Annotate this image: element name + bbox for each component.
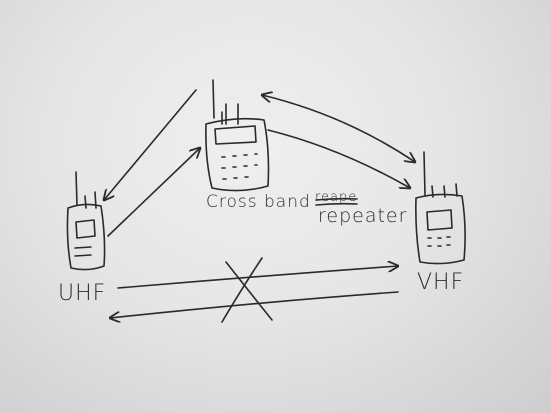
arrow-repeater-to-uhf — [104, 89, 197, 200]
arrow-uhf-to-vhf — [117, 266, 398, 289]
repeater-radio-icon — [205, 79, 270, 192]
cross-out-mark-2 — [221, 257, 263, 323]
uhf-radio-icon — [66, 171, 106, 271]
arrow-repeater-to-vhf — [267, 129, 410, 188]
arrow-vhf-to-uhf — [110, 291, 399, 318]
strike-line — [315, 197, 358, 201]
strike-line-2 — [315, 202, 358, 206]
uhf-label: UHF — [58, 281, 107, 306]
arrow-uhf-to-repeater — [107, 148, 200, 237]
vhf-label: VHF — [417, 270, 465, 295]
cross-out-mark — [225, 261, 273, 321]
arrow-repeater-vhf-in — [262, 95, 415, 162]
vhf-radio-icon — [415, 151, 466, 265]
repeater-label: repeater — [318, 205, 408, 227]
cross-band-label: Cross band — [206, 192, 311, 212]
struck-word: reape — [315, 190, 358, 205]
